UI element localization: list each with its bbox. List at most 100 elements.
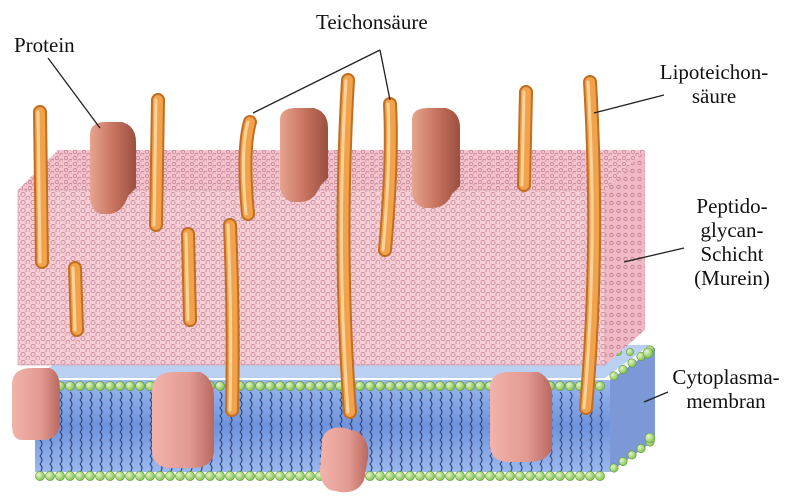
lipid-head bbox=[515, 471, 524, 480]
lipid-head bbox=[265, 471, 274, 480]
lipid-head bbox=[95, 381, 104, 390]
lipid-head bbox=[575, 471, 584, 480]
lipid-head bbox=[295, 471, 304, 480]
lipid-head bbox=[305, 471, 314, 480]
lipid-head bbox=[565, 471, 574, 480]
peptidoglycan-front-face bbox=[18, 190, 605, 365]
lipid-head bbox=[455, 471, 464, 480]
lipid-head bbox=[628, 359, 636, 367]
lipid-head bbox=[445, 381, 454, 390]
lipid-head bbox=[315, 381, 324, 390]
lipid-head bbox=[275, 471, 284, 480]
lipid-head bbox=[145, 471, 154, 480]
lipid-head bbox=[125, 381, 134, 390]
lipid-head bbox=[65, 381, 74, 390]
lipid-head bbox=[65, 471, 74, 480]
lipid-head bbox=[643, 348, 653, 358]
lipid-head bbox=[165, 471, 174, 480]
label-peptido-line-3: Schicht bbox=[682, 242, 782, 266]
lipid-head bbox=[305, 381, 314, 390]
lipid-head bbox=[595, 381, 604, 390]
teichoic-acid-rod-highlight bbox=[38, 112, 40, 262]
lipid-head bbox=[255, 471, 264, 480]
lipid-head bbox=[75, 381, 84, 390]
lipid-head bbox=[375, 471, 384, 480]
lipid-head bbox=[205, 471, 214, 480]
label-lipoteichonsaeure: Lipoteichon- säure bbox=[655, 60, 773, 108]
lipid-head bbox=[610, 464, 618, 472]
lipid-head bbox=[265, 381, 274, 390]
lipid-head bbox=[555, 471, 564, 480]
lipid-head bbox=[385, 381, 394, 390]
lipid-head bbox=[619, 365, 627, 373]
lipid-head bbox=[225, 471, 234, 480]
lipid-head bbox=[445, 471, 454, 480]
lipid-head bbox=[235, 471, 244, 480]
lipid-head bbox=[95, 471, 104, 480]
lipid-head bbox=[355, 381, 364, 390]
leader-teichon-1 bbox=[253, 50, 380, 113]
lipid-head bbox=[55, 471, 64, 480]
lipid-head bbox=[295, 381, 304, 390]
lipid-head bbox=[245, 471, 254, 480]
membrane-protein-1 bbox=[12, 368, 60, 440]
lipid-head bbox=[555, 381, 564, 390]
lipid-head bbox=[475, 471, 484, 480]
lipid-head bbox=[535, 471, 544, 480]
lipid-head bbox=[619, 457, 627, 465]
lipid-head bbox=[85, 471, 94, 480]
surface-protein-3 bbox=[412, 108, 460, 208]
lipid-head bbox=[565, 381, 574, 390]
lipid-head bbox=[595, 471, 604, 480]
lipid-head bbox=[435, 471, 444, 480]
lipid-head bbox=[365, 471, 374, 480]
lipid-head bbox=[645, 433, 655, 443]
lipid-head bbox=[405, 381, 414, 390]
lipid-head bbox=[245, 381, 254, 390]
lipid-head bbox=[415, 471, 424, 480]
label-peptido-line-4: (Murein) bbox=[682, 266, 782, 290]
lipid-head bbox=[115, 381, 124, 390]
lipid-head bbox=[275, 381, 284, 390]
lipid-head bbox=[285, 471, 294, 480]
label-lipoteichon-line-2: säure bbox=[655, 84, 773, 108]
lipid-head bbox=[175, 471, 184, 480]
lipid-head bbox=[465, 471, 474, 480]
lipid-head bbox=[495, 471, 504, 480]
lipid-head bbox=[475, 381, 484, 390]
membrane-protein-3 bbox=[490, 372, 552, 462]
lipid-head bbox=[215, 471, 224, 480]
lipid-head bbox=[255, 381, 264, 390]
lipid-head bbox=[115, 471, 124, 480]
label-peptidoglycan: Peptido- glycan- Schicht (Murein) bbox=[682, 194, 782, 290]
lipid-head bbox=[585, 471, 594, 480]
label-cyto-line-1: Cytoplasma- bbox=[664, 365, 788, 389]
leader-protein bbox=[48, 58, 100, 128]
label-peptido-line-1: Peptido- bbox=[682, 194, 782, 218]
label-lipoteichon-line-1: Lipoteichon- bbox=[655, 60, 773, 84]
lipid-head bbox=[455, 381, 464, 390]
lipid-head bbox=[125, 471, 134, 480]
label-cytoplasmamembran: Cytoplasma- membran bbox=[664, 365, 788, 413]
lipid-head bbox=[465, 381, 474, 390]
lipid-head bbox=[395, 471, 404, 480]
lipid-head bbox=[215, 381, 224, 390]
lipid-head bbox=[375, 381, 384, 390]
lipid-head bbox=[85, 381, 94, 390]
teichoic-acid-rod-highlight bbox=[186, 234, 188, 320]
lipid-head bbox=[505, 471, 514, 480]
lipid-head bbox=[185, 471, 194, 480]
lipid-head bbox=[325, 381, 334, 390]
lipid-head bbox=[545, 471, 554, 480]
lipid-head bbox=[395, 381, 404, 390]
lipid-head bbox=[405, 471, 414, 480]
lipid-head bbox=[385, 471, 394, 480]
lipid-head bbox=[105, 471, 114, 480]
lipid-head bbox=[35, 471, 44, 480]
lipid-head bbox=[195, 471, 204, 480]
lipid-head bbox=[610, 372, 618, 380]
lipid-head bbox=[285, 381, 294, 390]
teichoic-acid-rod-highlight bbox=[73, 268, 75, 330]
teichoic-acid-rod-highlight bbox=[522, 92, 524, 185]
teichoic-acid-rod-highlight bbox=[154, 100, 156, 225]
